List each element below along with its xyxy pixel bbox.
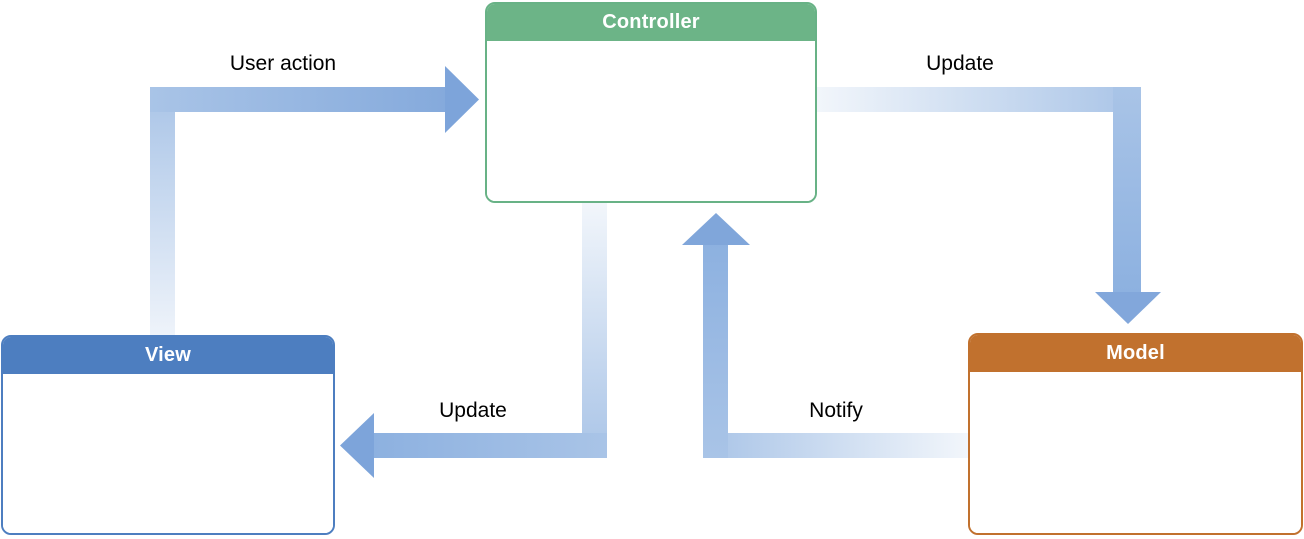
edge-label-update-view: Update <box>439 399 507 422</box>
node-controller-title: Controller <box>487 4 815 41</box>
arrow-notify <box>682 213 968 458</box>
node-model-title: Model <box>970 335 1301 372</box>
node-view-body <box>3 374 333 533</box>
node-view-title: View <box>3 337 333 374</box>
edge-label-notify: Notify <box>809 399 863 422</box>
arrow-update-model <box>817 87 1161 324</box>
node-view: View <box>1 335 335 535</box>
arrow-update-view <box>340 203 607 478</box>
edge-label-update-model: Update <box>926 52 994 75</box>
arrow-user-action <box>150 66 479 335</box>
node-model: Model <box>968 333 1303 535</box>
edge-label-user-action: User action <box>229 52 337 75</box>
node-controller-body <box>487 41 815 201</box>
node-model-body <box>970 372 1301 533</box>
node-controller: Controller <box>485 2 817 203</box>
